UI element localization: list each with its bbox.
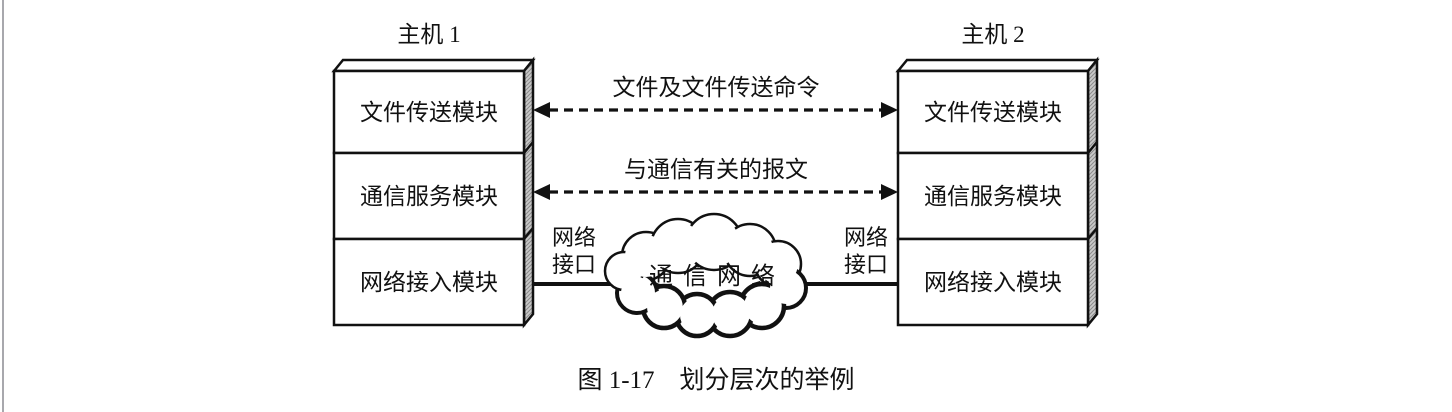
communication-network-cloud: 通信网络	[603, 212, 808, 339]
message-exchange-link: 与通信有关的报文	[533, 157, 898, 200]
message-exchange-label: 与通信有关的报文	[624, 157, 808, 182]
arrowhead-right-icon	[881, 184, 898, 200]
host2-side-face-seams	[1087, 141, 1098, 240]
host1-module-label-file-transfer: 文件传送模块	[360, 100, 498, 125]
host1-side-face-seams	[523, 141, 534, 240]
network-interface-right-line1: 网络	[844, 225, 888, 250]
network-interface-left-line1: 网络	[552, 225, 596, 250]
host2-box: 主机 2 文件传送模块 通信服务模块 网络接入模块	[895, 22, 1100, 329]
host1-box: 主机 1 文件传送模块 通信服务模块 网络接入模块	[331, 22, 536, 329]
host2-top-face	[895, 58, 1100, 73]
host2-title: 主机 2	[961, 22, 1024, 47]
host1-module-label-comm-service: 通信服务模块	[360, 184, 498, 209]
host1-title: 主机 1	[397, 22, 460, 47]
arrowhead-left-icon	[533, 102, 550, 118]
host2-module-label-network-access: 网络接入模块	[924, 270, 1062, 295]
network-interface-label-right: 网络 接口	[844, 225, 888, 277]
host2-side-face	[1086, 56, 1099, 329]
host1-top-face	[331, 58, 536, 73]
figure-caption: 图 1-17 划分层次的举例	[577, 366, 854, 394]
network-interface-right-line2: 接口	[844, 252, 888, 277]
host2-module-row-3	[896, 237, 1090, 327]
arrowhead-right-icon	[881, 102, 898, 118]
host1-module-row-3	[332, 237, 526, 327]
file-exchange-link: 文件及文件传送命令	[533, 75, 898, 118]
cloud-label: 通信网络	[649, 263, 785, 290]
host1-module-row-1	[332, 69, 526, 155]
arrowhead-left-icon	[533, 184, 550, 200]
cloud-fill	[608, 217, 802, 332]
host1-module-row-2	[332, 151, 526, 241]
host2-module-row-2	[896, 151, 1090, 241]
file-exchange-label: 文件及文件传送命令	[613, 75, 820, 100]
host1-side-face	[522, 56, 535, 329]
host2-module-label-comm-service: 通信服务模块	[924, 184, 1062, 209]
host1-module-label-network-access: 网络接入模块	[360, 270, 498, 295]
page-border	[2, 0, 4, 412]
host2-module-label-file-transfer: 文件传送模块	[924, 100, 1062, 125]
network-interface-label-left: 网络 接口	[552, 225, 596, 277]
network-interface-left-line2: 接口	[552, 252, 596, 277]
